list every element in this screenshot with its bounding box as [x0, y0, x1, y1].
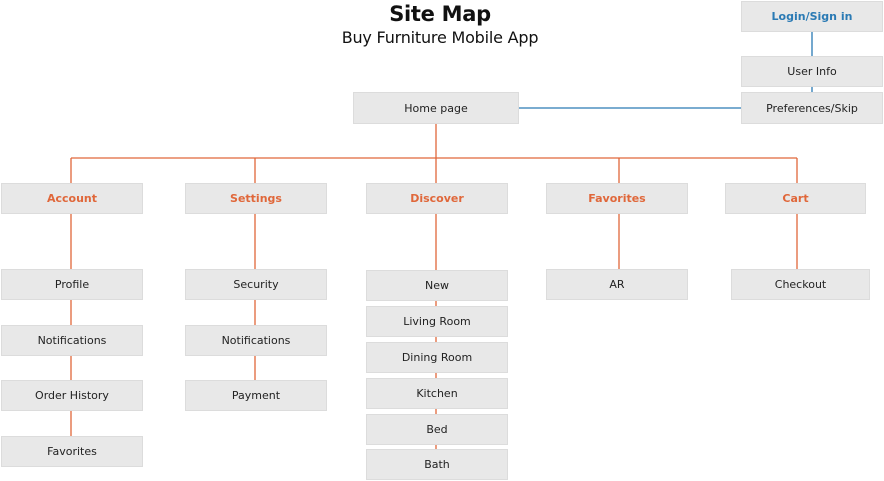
category-favorites-node: Favorites — [546, 183, 688, 214]
cart-checkout-node: Checkout — [731, 269, 870, 300]
preferences-skip-node: Preferences/Skip — [741, 92, 883, 124]
category-account-node: Account — [1, 183, 143, 214]
favorites-ar-node: AR — [546, 269, 688, 300]
page-title: Site Map — [389, 2, 491, 26]
category-cart-node: Cart — [725, 183, 866, 214]
category-discover-node: Discover — [366, 183, 508, 214]
discover-kitchen-node: Kitchen — [366, 378, 508, 409]
page-subtitle: Buy Furniture Mobile App — [341, 28, 539, 47]
account-notifications-node: Notifications — [1, 325, 143, 356]
discover-dining-room-node: Dining Room — [366, 342, 508, 373]
category-settings-node: Settings — [185, 183, 327, 214]
login-signin-node: Login/Sign in — [741, 1, 883, 32]
discover-living-room-node: Living Room — [366, 306, 508, 337]
account-favorites-node: Favorites — [1, 436, 143, 467]
home-page-node: Home page — [353, 92, 519, 124]
account-order-history-node: Order History — [1, 380, 143, 411]
discover-bath-node: Bath — [366, 449, 508, 480]
discover-bed-node: Bed — [366, 414, 508, 445]
settings-notifications-node: Notifications — [185, 325, 327, 356]
user-info-node: User Info — [741, 56, 883, 87]
discover-new-node: New — [366, 270, 508, 301]
settings-payment-node: Payment — [185, 380, 327, 411]
account-profile-node: Profile — [1, 269, 143, 300]
settings-security-node: Security — [185, 269, 327, 300]
